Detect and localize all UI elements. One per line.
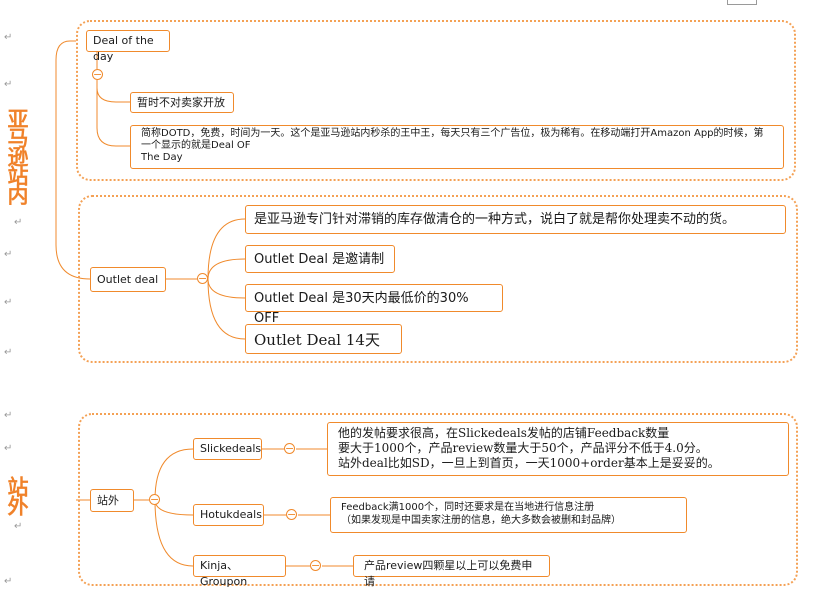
para-mark: ↵ — [4, 443, 13, 454]
connector-outlet-item-1 — [207, 218, 246, 280]
collapse-offsite-icon[interactable]: − — [149, 493, 160, 506]
para-mark: ↵ — [14, 521, 23, 532]
para-mark: ↵ — [4, 410, 13, 421]
offsite-title: 站外 — [5, 476, 29, 514]
node-slickdeals[interactable]: Slickedeals — [193, 438, 262, 460]
node-kinja-groupon[interactable]: Kinja、 Groupon — [193, 555, 286, 588]
connector-onsite-root — [55, 40, 91, 280]
connector-outlet-item-4 — [207, 278, 246, 340]
node-hotukdeals-detail[interactable]: Feedback满1000个，同时还要求是在当地进行信息注册 （如果发现是中国卖… — [330, 497, 687, 533]
page-corner-mark — [727, 0, 757, 5]
group-outlet-deal — [78, 195, 798, 363]
node-outlet-deal[interactable]: Outlet deal — [90, 267, 166, 292]
para-mark: ↵ — [4, 32, 13, 43]
node-outlet-item-duration[interactable]: Outlet Deal 14天 — [245, 324, 402, 354]
node-slickdeals-detail[interactable]: 他的发帖要求很高，在Slickedeals发帖的店铺Feedback数量 要大于… — [327, 422, 789, 476]
node-outlet-item-invite[interactable]: Outlet Deal 是邀请制 — [245, 245, 395, 273]
onsite-title: 亚马逊站内 — [5, 108, 29, 203]
connector-outlet-item-2 — [207, 258, 246, 280]
group-offsite — [78, 413, 798, 586]
connector-dotd-description — [96, 80, 130, 147]
node-outlet-item-price[interactable]: Outlet Deal 是30天内最低价的30% OFF — [245, 284, 503, 326]
para-mark: ↵ — [4, 576, 13, 587]
collapse-dotd-icon[interactable]: − — [92, 68, 103, 81]
node-offsite[interactable]: 站外 — [90, 489, 134, 512]
collapse-outlet-icon[interactable]: − — [197, 272, 208, 285]
para-mark: ↵ — [4, 347, 13, 358]
connector-offsite-branch-1 — [154, 448, 194, 501]
collapse-slickdeals-icon[interactable]: − — [284, 442, 295, 455]
node-deal-of-the-day[interactable]: Deal of the day — [86, 30, 170, 63]
group-dotd — [76, 20, 796, 181]
connector-offsite-branch-3 — [154, 499, 194, 567]
para-mark: ↵ — [4, 249, 13, 260]
node-outlet-item-clearance[interactable]: 是亚马逊专门针对滞销的库存做清仓的一种方式，说白了就是帮你处理卖不动的货。 — [245, 205, 786, 234]
node-hotukdeals[interactable]: Hotukdeals — [193, 504, 264, 526]
collapse-hotukdeals-icon[interactable]: − — [286, 508, 297, 521]
node-dotd-not-open[interactable]: 暂时不对卖家开放 — [130, 92, 234, 113]
collapse-kinja-icon[interactable]: − — [310, 559, 321, 572]
para-mark: ↵ — [14, 217, 23, 228]
para-mark: ↵ — [4, 297, 13, 308]
node-dotd-description[interactable]: 简称DOTD，免费，时间为一天。这个是亚马逊站内秒杀的王中王，每天只有三个广告位… — [130, 125, 784, 169]
node-kinja-detail[interactable]: 产品review四颗星以上可以免费申请 — [353, 555, 550, 588]
para-mark: ↵ — [4, 79, 13, 90]
